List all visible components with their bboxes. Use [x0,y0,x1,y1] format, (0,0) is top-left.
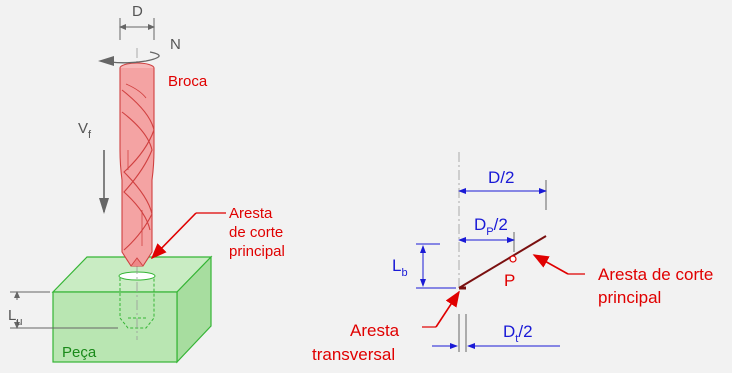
drill-label: Broca [168,73,208,90]
main-edge-label-line2: principal [598,288,661,307]
cutting-edge-label-line3: principal [229,243,285,260]
chisel-edge-label-line1: Aresta [350,321,400,340]
diameter-dimension [119,18,155,40]
dt-label: Dt/2 [503,322,533,345]
cutting-edge-line [458,235,547,289]
rotation-arrow [109,51,160,64]
main-edge-leader-arrow [532,254,569,275]
rotation-arrowhead [98,56,114,66]
point-p-marker [509,255,517,263]
diameter-label: D [132,3,143,20]
main-edge-label-line1: Aresta de corte [598,265,713,284]
workpiece-label: Peça [62,344,97,361]
depth-dimension [10,291,118,329]
lb-label: Lb [392,256,408,279]
depth-label: Lu [8,307,22,328]
point-p-label: P [504,271,515,290]
feed-arrowhead [99,198,109,214]
drill-bit [119,62,155,267]
edge-leader-arrow [150,212,197,260]
half-d-label: D/2 [488,168,514,187]
feed-label: Vf [78,120,92,141]
cutting-edge-label-line2: de corte [229,224,283,241]
rotation-label: N [170,36,181,53]
chisel-edge-label-line2: transversal [312,345,395,364]
cutting-edge-label-line1: Aresta [229,205,273,222]
dp-label: DP/2 [474,215,508,238]
chisel-leader-arrow [435,290,460,328]
